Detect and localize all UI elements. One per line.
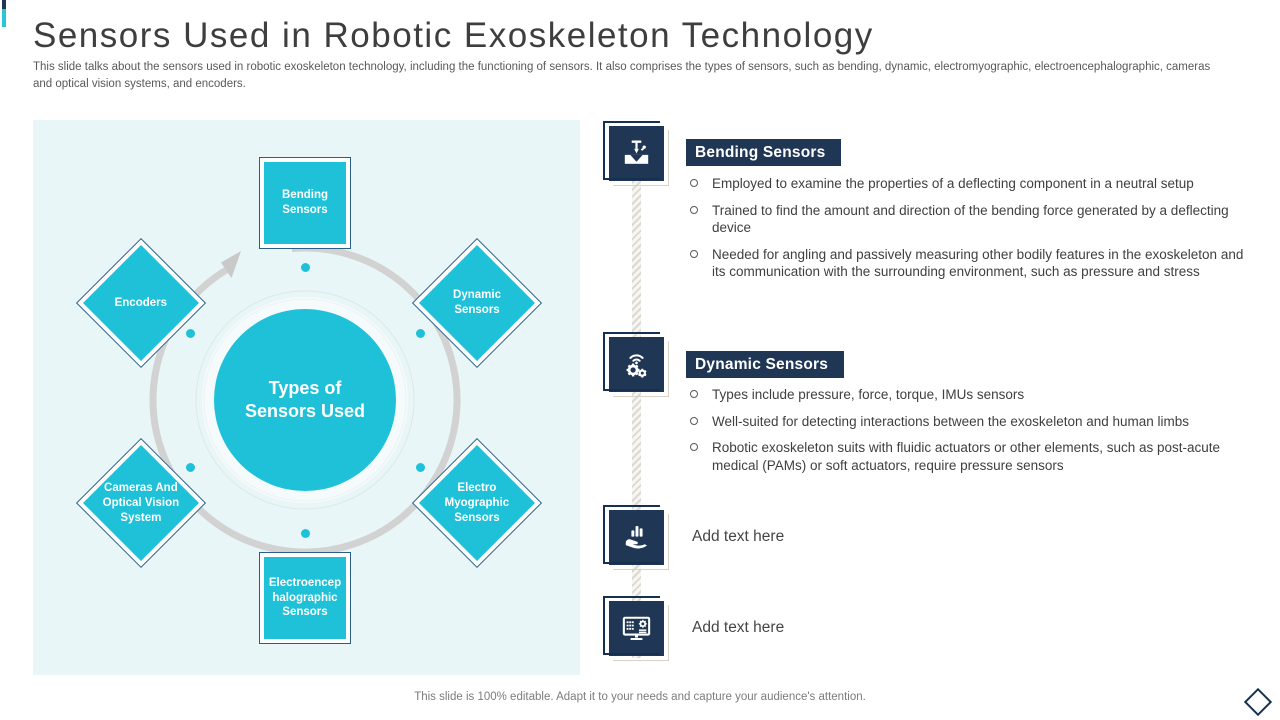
bullet-item: Types include pressure, force, torque, I… [686, 386, 1252, 404]
bullet-item: Well-suited for detecting interactions b… [686, 413, 1252, 431]
monitor-data-icon [622, 616, 651, 641]
bullet-item: Employed to examine the properties of a … [686, 175, 1252, 193]
connector-dot [300, 262, 310, 272]
accent-bar [2, 0, 6, 27]
node-label: Bending Sensors [282, 189, 328, 216]
node-label: Dynamic Sensors [453, 289, 501, 316]
node-label: Encoders [114, 296, 168, 309]
dynamic-bullet-list: Types include pressure, force, torque, I… [686, 386, 1252, 483]
timeline-connector [632, 132, 641, 658]
add-text-placeholder[interactable]: Add text here [692, 619, 785, 636]
section-icon-tile [603, 596, 669, 661]
add-text-placeholder[interactable]: Add text here [692, 528, 785, 545]
bullet-item: Trained to find the amount and direction… [686, 202, 1252, 237]
node-label: Electroencep halographic Sensors [268, 576, 342, 619]
section-header-dynamic: Dynamic Sensors [686, 351, 845, 378]
page-title: Sensors Used in Robotic Exoskeleton Tech… [33, 16, 874, 55]
section-icon-tile [603, 121, 669, 186]
section-icon-tile [603, 505, 669, 570]
connector-dot [185, 462, 195, 472]
node-electroencephalographic-sensors[interactable]: Electroencep halographic Sensors [259, 552, 351, 644]
node-bending-sensors[interactable]: Bending Sensors [259, 157, 351, 249]
section-header-bending: Bending Sensors [686, 139, 842, 166]
footer-note: This slide is 100% editable. Adapt it to… [414, 691, 866, 703]
connector-dot [415, 328, 425, 338]
connector-dot [300, 528, 310, 538]
diagram-panel: Types of Sensors Used Bending Sensors Dy… [33, 120, 580, 675]
node-label: Electro Myographic Sensors [444, 481, 510, 524]
hand-chart-icon [625, 525, 647, 549]
bullet-item: Robotic exoskeleton suits with fluidic a… [686, 439, 1252, 474]
connector-dot [185, 328, 195, 338]
section-icon-tile [603, 332, 669, 397]
bending-bullet-list: Employed to examine the properties of a … [686, 175, 1252, 290]
bending-press-icon [624, 140, 649, 164]
connector-dot [415, 462, 425, 472]
slide-subtitle: This slide talks about the sensors used … [33, 61, 1211, 90]
bullet-item: Needed for angling and passively measuri… [686, 246, 1252, 281]
gears-signal-icon [626, 354, 647, 378]
diagram-center-circle[interactable]: Types of Sensors Used [214, 309, 396, 491]
node-label: Cameras And Optical Vision System [102, 481, 180, 524]
